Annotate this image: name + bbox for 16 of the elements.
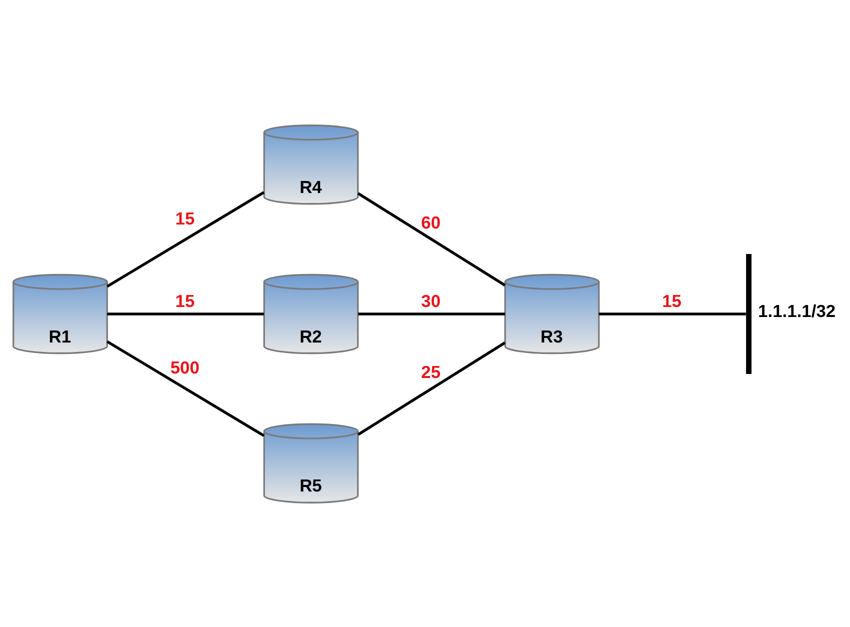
edge-label: 30 — [420, 290, 440, 311]
node-label: 1.1.1.1/32 — [758, 300, 836, 321]
edge-label: 15 — [174, 208, 194, 228]
connector — [356, 341, 506, 436]
connector — [356, 192, 506, 286]
connector — [106, 190, 264, 288]
node-box — [746, 254, 751, 374]
edge-label: 60 — [420, 212, 440, 232]
connector — [358, 312, 504, 315]
edge-label: 500 — [170, 357, 199, 378]
edge-label: 25 — [420, 362, 440, 382]
connector — [598, 312, 746, 315]
edge-label: 15 — [174, 290, 194, 311]
edge-label: 15 — [662, 290, 682, 311]
connector — [106, 312, 264, 315]
connector — [106, 340, 264, 436]
